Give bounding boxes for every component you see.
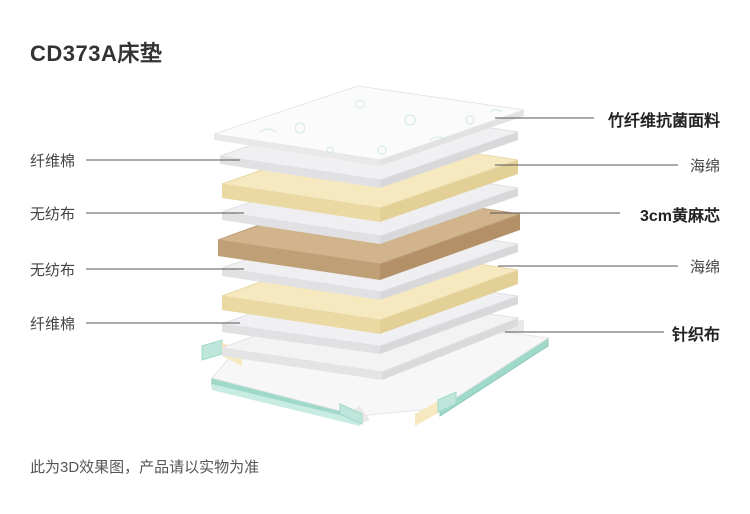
leader-lines bbox=[86, 117, 678, 333]
layer-bamboo-fabric bbox=[213, 85, 525, 166]
page-title: CD373A床垫 bbox=[30, 41, 163, 66]
label-sponge-bottom: 海绵 bbox=[689, 259, 720, 276]
label-nonwoven-top: 无纺布 bbox=[30, 206, 76, 223]
label-fiber-cotton-top: 纤维棉 bbox=[30, 153, 76, 170]
label-jute-core: 3cm黄麻芯 bbox=[639, 208, 720, 225]
label-knit-fabric: 针织布 bbox=[671, 327, 720, 344]
label-fiber-cotton-bottom: 纤维棉 bbox=[30, 316, 76, 333]
label-bamboo-fabric: 竹纤维抗菌面料 bbox=[607, 113, 720, 130]
label-sponge-top: 海绵 bbox=[689, 158, 720, 175]
disclaimer-note: 此为3D效果图，产品请以实物为准 bbox=[30, 459, 260, 476]
label-nonwoven-bottom: 无纺布 bbox=[30, 262, 76, 279]
